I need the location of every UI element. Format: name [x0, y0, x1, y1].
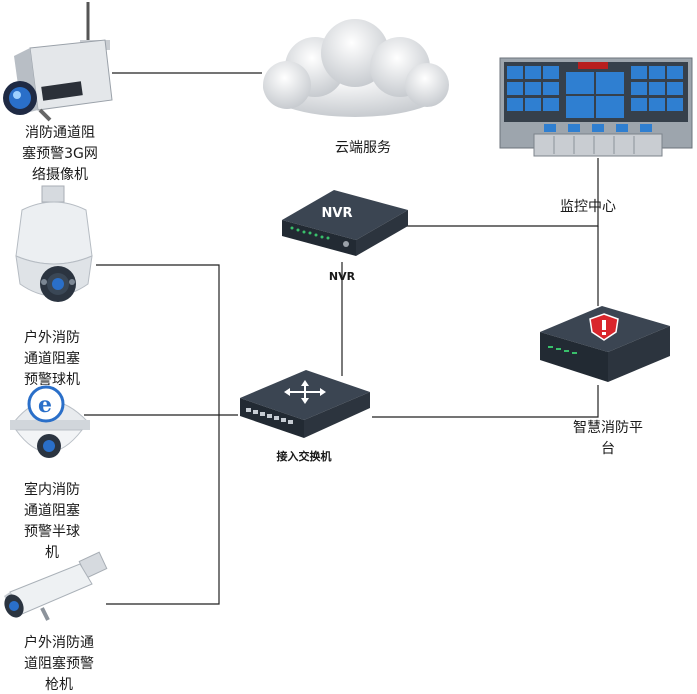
- switch-icon: [240, 370, 370, 438]
- link-switch-platform: [372, 385, 599, 418]
- nvr-icon: [282, 190, 408, 256]
- bullet-label: 户外消防通 道阻塞预警 枪机: [24, 635, 94, 693]
- svg-text:e: e: [38, 392, 52, 418]
- bullet-camera-icon: [4, 551, 108, 621]
- link-dome-outdoor-bullet: [96, 264, 220, 605]
- dome-outdoor-label: 户外消防 通道阻塞 预警球机: [24, 330, 80, 388]
- ptz-dome-camera-icon: [15, 185, 93, 302]
- monitor-label: 监控中心: [560, 199, 616, 215]
- nvr-device-text: NVR: [321, 206, 353, 221]
- indoor-dome-camera-icon: e: [10, 385, 90, 458]
- cloud-icon: [263, 19, 449, 117]
- box-camera-icon: [3, 2, 113, 122]
- platform-label: 智慧消防平 台: [573, 420, 643, 457]
- video-wall-icon: [499, 57, 693, 157]
- dome-indoor-label: 室内消防 通道阻塞 预警半球 机: [24, 482, 80, 561]
- fire-platform-server-icon: [540, 306, 670, 382]
- cam-3g-label: 消防通道阻 塞预警3G网 络摄像机: [22, 125, 98, 183]
- nvr-label: NVR: [328, 270, 356, 283]
- cloud-label: 云端服务: [335, 140, 391, 156]
- switch-label: 接入交换机: [276, 450, 332, 463]
